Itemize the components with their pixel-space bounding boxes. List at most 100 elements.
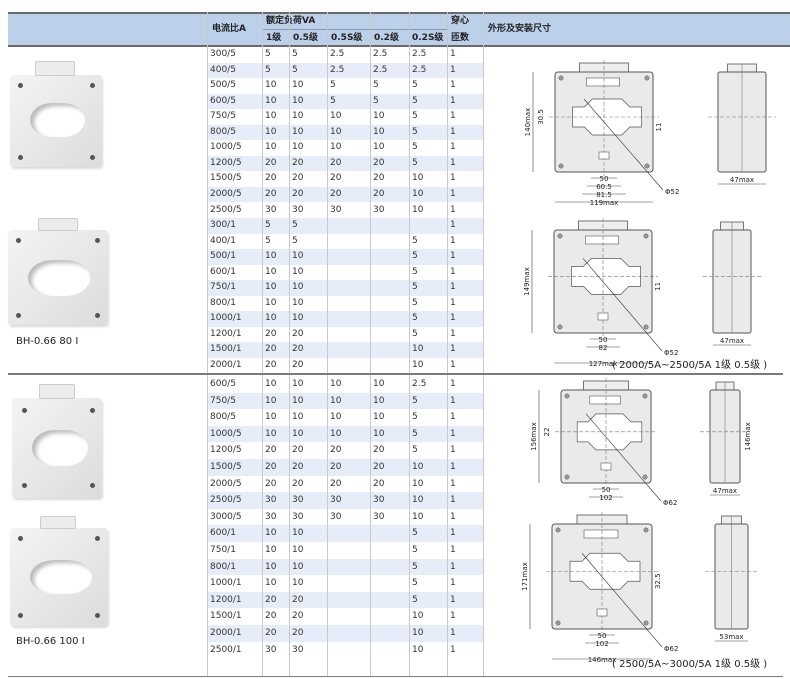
table-cell: 20 (330, 445, 342, 456)
table-cell: 500/5 (210, 80, 236, 91)
table-cell: 1500/5 (210, 173, 242, 184)
dimension-label: 50 (598, 632, 607, 640)
table-cell: 10 (373, 395, 385, 406)
dimension-label: 50 (602, 486, 611, 494)
model-label: BH-0.66 80 I (16, 336, 79, 347)
table-cell: 1 (450, 204, 456, 215)
dimension-label: 30.5 (537, 109, 545, 125)
table-cell: 750/1 (210, 545, 236, 555)
header-ratio: 电流比A (212, 24, 246, 34)
table-cell: 300/1 (210, 220, 236, 231)
table-cell: 30 (330, 495, 342, 506)
table-cell: 20 (330, 188, 342, 199)
table-cell: 5 (412, 594, 418, 605)
table-cell: 20 (265, 594, 277, 605)
table-cell: 2.5 (373, 64, 388, 75)
table-cell: 10 (373, 142, 385, 153)
table-cell: 1 (450, 478, 456, 489)
table-cell: 10 (373, 126, 385, 137)
table-cell: 600/5 (210, 95, 236, 106)
table-bottom-line (8, 676, 783, 677)
bolt-hole (642, 393, 648, 399)
nameplate (585, 235, 619, 245)
table-cell: 20 (373, 188, 385, 199)
dimension-label: 140max (524, 108, 532, 137)
table-cell: 10 (292, 297, 304, 308)
table-cell: 10 (412, 462, 424, 472)
table-cell: 10 (265, 528, 277, 539)
table-cell: 1 (450, 220, 456, 231)
table-cell: 20 (373, 173, 385, 184)
table-cell: 20 (265, 344, 277, 355)
bolt-hole (644, 163, 650, 169)
table-cell: 10 (265, 266, 277, 277)
table-cell: 5 (412, 266, 418, 277)
table-cell: 10 (330, 126, 342, 137)
table-cell: 20 (292, 344, 304, 355)
table-cell: 30 (292, 495, 304, 506)
dimension-label: 11 (654, 282, 662, 291)
table-cell: 1 (450, 188, 456, 199)
table-cell: 1 (450, 64, 456, 75)
table-cell: 10 (292, 528, 304, 539)
table-cell: 10 (265, 126, 277, 137)
table-cell: 1000/5 (210, 428, 242, 439)
table-cell: 1500/1 (210, 611, 242, 622)
table-cell: 10 (373, 111, 385, 122)
table-cell: 2.5 (330, 49, 345, 59)
table-cell: 2000/1 (210, 360, 242, 370)
table-cell: 10 (412, 173, 424, 184)
table-cell: 20 (265, 360, 277, 370)
model-label: BH-0.66 100 I (16, 636, 85, 647)
table-cell: 10 (373, 412, 385, 423)
dimension-label: 171max (521, 562, 529, 591)
table-cell: 1500/5 (210, 462, 242, 472)
section-divider (8, 373, 783, 375)
table-cell: 30 (265, 511, 277, 522)
table-cell: 20 (373, 478, 385, 489)
table-cell: 10 (330, 395, 342, 406)
table-cell: 800/5 (210, 126, 236, 137)
table-cell: 5 (292, 220, 298, 231)
table-cell: 10 (330, 412, 342, 423)
table-cell: 10 (265, 313, 277, 324)
table-cell: 10 (292, 266, 304, 277)
dimension-label: 32.5 (654, 573, 662, 589)
table-cell: 5 (330, 95, 336, 106)
dimension-label: 102 (599, 494, 612, 502)
table-cell: 2500/5 (210, 204, 242, 215)
table-cell: 1 (450, 49, 456, 59)
column-divider (447, 12, 448, 676)
table-cell: 10 (265, 578, 277, 589)
table-cell: 10 (373, 428, 385, 439)
dimension-label: 47max (713, 487, 737, 495)
table-cell: 10 (265, 282, 277, 293)
table-cell: 1 (450, 495, 456, 506)
table-cell: 2.5 (330, 64, 345, 75)
column-divider (327, 12, 328, 676)
table-cell: 30 (373, 511, 385, 522)
table-cell: 20 (330, 462, 342, 472)
table-cell: 20 (330, 173, 342, 184)
table-cell: 5 (265, 64, 271, 75)
table-cell: 1 (450, 561, 456, 572)
table-cell: 10 (292, 95, 304, 106)
table-cell: 1 (450, 328, 456, 339)
table-cell: 600/1 (210, 528, 236, 539)
table-cell: 5 (412, 157, 418, 168)
diameter-line (581, 553, 663, 648)
table-cell: 1 (450, 445, 456, 456)
table-cell: 20 (292, 157, 304, 168)
